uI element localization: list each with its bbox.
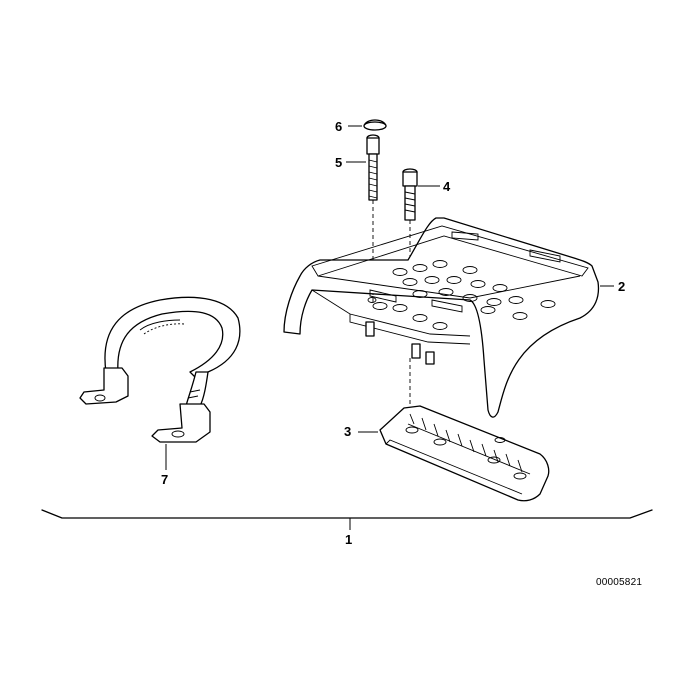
cap-part [348, 119, 387, 131]
base-plate-part [358, 405, 550, 502]
callout-short-bolt: 4 [443, 179, 451, 194]
callout-long-bolt: 5 [335, 155, 343, 170]
callout-base-plate: 3 [344, 424, 352, 439]
callout-cap: 6 [335, 119, 343, 134]
document-number: 00005821 [596, 577, 643, 588]
callout-rack: 2 [618, 279, 626, 294]
assembly-bracket [41, 509, 653, 530]
callout-assembly: 1 [345, 532, 353, 547]
callout-strap: 7 [161, 472, 169, 487]
short-bolt-part [402, 168, 440, 260]
strap-part [79, 296, 241, 470]
rack-part [283, 217, 614, 420]
